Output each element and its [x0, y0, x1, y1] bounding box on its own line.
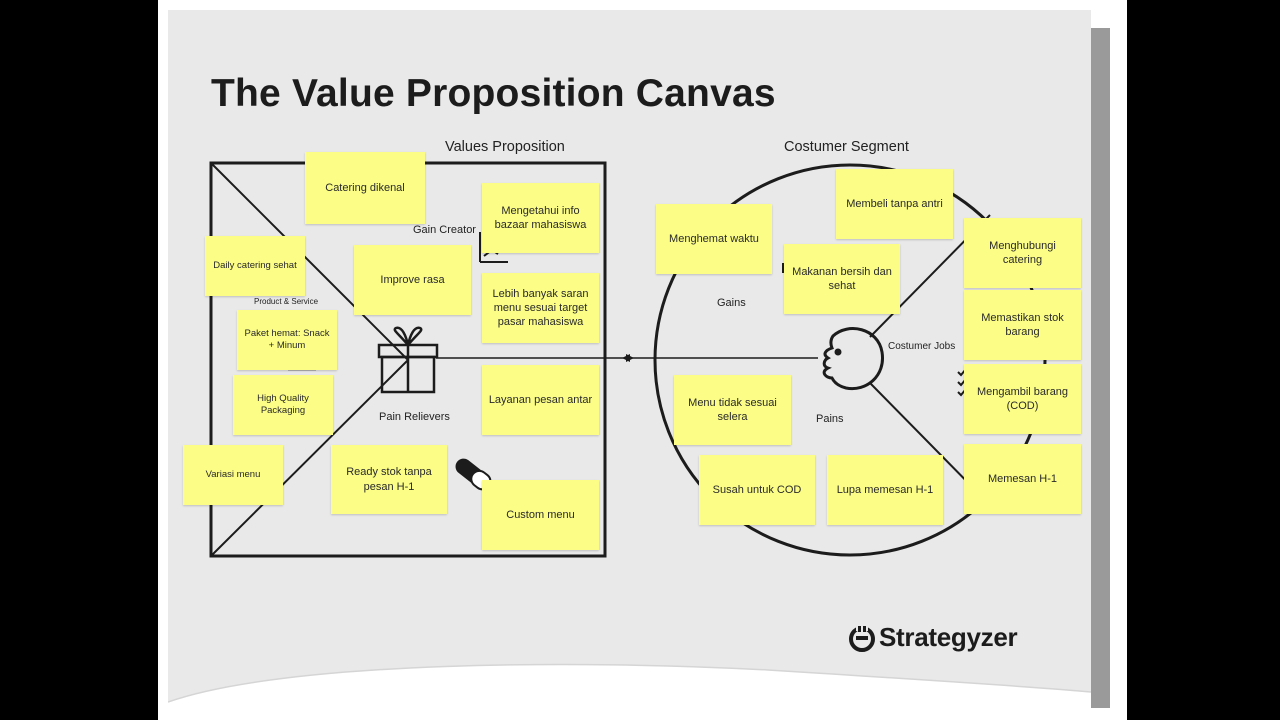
- sticky-note-catering-dikenal[interactable]: Catering dikenal: [305, 152, 425, 224]
- sticky-note-daily-catering[interactable]: Daily catering sehat: [205, 236, 305, 296]
- sticky-note-memesan-h1[interactable]: Memesan H-1: [964, 444, 1081, 514]
- sticky-note-mengetahui-info[interactable]: Mengetahui info bazaar mahasiswa: [482, 183, 599, 253]
- sticky-note-mengambil-barang[interactable]: Mengambil barang (COD): [964, 364, 1081, 434]
- sticky-note-menghemat-waktu[interactable]: Menghemat waktu: [656, 204, 772, 274]
- sticky-note-membeli-tanpa-antri[interactable]: Membeli tanpa antri: [836, 169, 953, 239]
- sticky-note-lebih-banyak-saran[interactable]: Lebih banyak saran menu sesuai target pa…: [482, 273, 599, 343]
- gift-icon: [377, 326, 439, 394]
- sticky-note-susah-cod[interactable]: Susah untuk COD: [699, 455, 815, 525]
- sticky-note-improve-rasa[interactable]: Improve rasa: [354, 245, 471, 315]
- customer-profile-circle: [653, 163, 1047, 557]
- page-title: The Value Proposition Canvas: [211, 72, 776, 115]
- sticky-note-lupa-memesan[interactable]: Lupa memesan H-1: [827, 455, 943, 525]
- sticky-note-menghubungi-catering[interactable]: Menghubungi catering: [964, 218, 1081, 288]
- sticky-note-ready-stok[interactable]: Ready stok tanpa pesan H-1: [331, 445, 447, 514]
- sticky-note-high-quality[interactable]: High Quality Packaging: [233, 375, 333, 435]
- strategyzer-logo-icon: [849, 625, 875, 652]
- sticky-note-paket-hemat[interactable]: Paket hemat: Snack + Minum: [237, 310, 337, 370]
- sticky-note-memastikan-stok[interactable]: Memastikan stok barang: [964, 290, 1081, 360]
- customer-segment-heading: Costumer Segment: [784, 139, 909, 155]
- pains-label: Pains: [816, 413, 844, 425]
- sticky-note-makanan-bersih[interactable]: Makanan bersih dan sehat: [784, 244, 900, 314]
- gains-label: Gains: [717, 297, 746, 309]
- sticky-note-layanan-pesan[interactable]: Layanan pesan antar: [482, 365, 599, 435]
- square-diagonal-bottom: [210, 359, 409, 557]
- sticky-note-variasi-menu[interactable]: Variasi menu: [183, 445, 283, 505]
- product-service-label: Product & Service: [254, 297, 319, 306]
- sticky-note-menu-tidak-sesuai[interactable]: Menu tidak sesuai selera: [674, 375, 791, 445]
- values-proposition-heading: Values Proposition: [445, 139, 565, 155]
- strategyzer-logo: Strategyzer: [847, 622, 1018, 653]
- customer-jobs-label: Costumer Jobs: [888, 341, 956, 352]
- slide-shadow: [1090, 28, 1110, 708]
- sticky-note-custom-menu[interactable]: Custom menu: [482, 480, 599, 550]
- pain-relievers-label: Pain Relievers: [379, 411, 450, 423]
- strategyzer-logo-text: Strategyzer: [879, 622, 1018, 652]
- square-diagonal-top: [210, 162, 409, 361]
- customer-face-icon: [822, 327, 884, 391]
- slide-page-curl: [168, 663, 1091, 710]
- gain-creator-label: Gain Creator: [413, 224, 476, 236]
- fit-arrow-head-right: [626, 354, 634, 362]
